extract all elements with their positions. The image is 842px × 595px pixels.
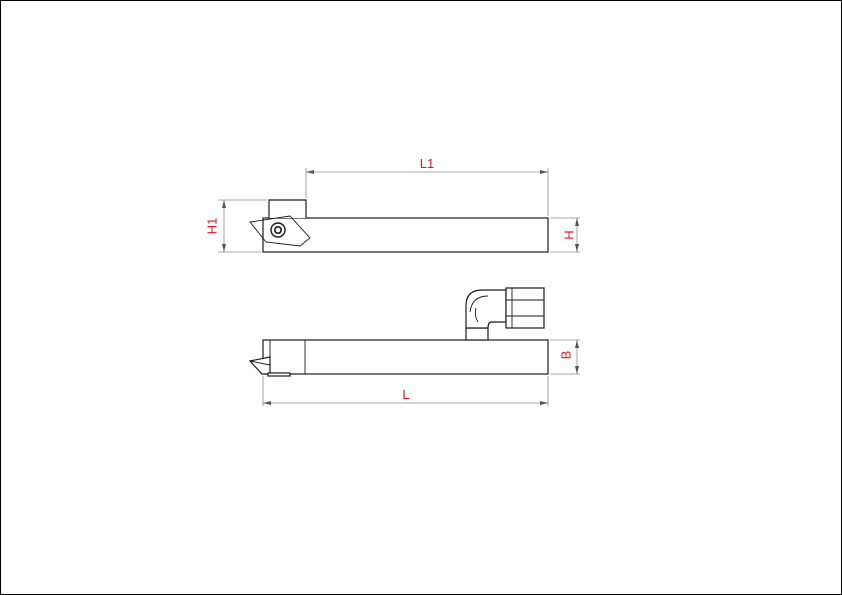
dimension-label-h1: H1 <box>204 218 219 235</box>
side-view-blade-edge <box>249 360 271 366</box>
coolant-elbow-bend-line <box>469 295 489 313</box>
dimension-label-l: L <box>402 387 409 402</box>
coolant-elbow-inner-curve <box>474 307 479 323</box>
side-view-shank <box>262 339 549 375</box>
side-view: B L <box>248 287 580 406</box>
h1-arrow-bottom-icon <box>222 244 226 252</box>
top-view-shank <box>262 217 549 253</box>
dimension-label-l1: L1 <box>420 156 434 171</box>
top-view-head-block <box>268 199 307 218</box>
top-view-insert-pocket <box>249 215 311 247</box>
side-view-insert-blade <box>248 356 271 375</box>
h1-arrow-top-icon <box>222 200 226 208</box>
dimension-label-h: H <box>561 230 576 239</box>
side-view-bottom-pad <box>267 372 291 377</box>
l-arrow-left-icon <box>263 401 271 405</box>
b-arrow-bottom-icon <box>575 366 579 374</box>
dimension-label-b: B <box>558 351 573 360</box>
l1-arrow-left-icon <box>306 170 314 174</box>
top-view: L1 H H1 <box>204 156 580 253</box>
clamp-screw-socket-icon <box>273 226 282 235</box>
h-arrow-top-icon <box>575 218 579 226</box>
coolant-fitting-base <box>465 327 489 341</box>
h-arrow-bottom-icon <box>575 244 579 252</box>
l-arrow-right-icon <box>540 401 548 405</box>
l1-arrow-right-icon <box>540 170 548 174</box>
b-arrow-top-icon <box>575 340 579 348</box>
